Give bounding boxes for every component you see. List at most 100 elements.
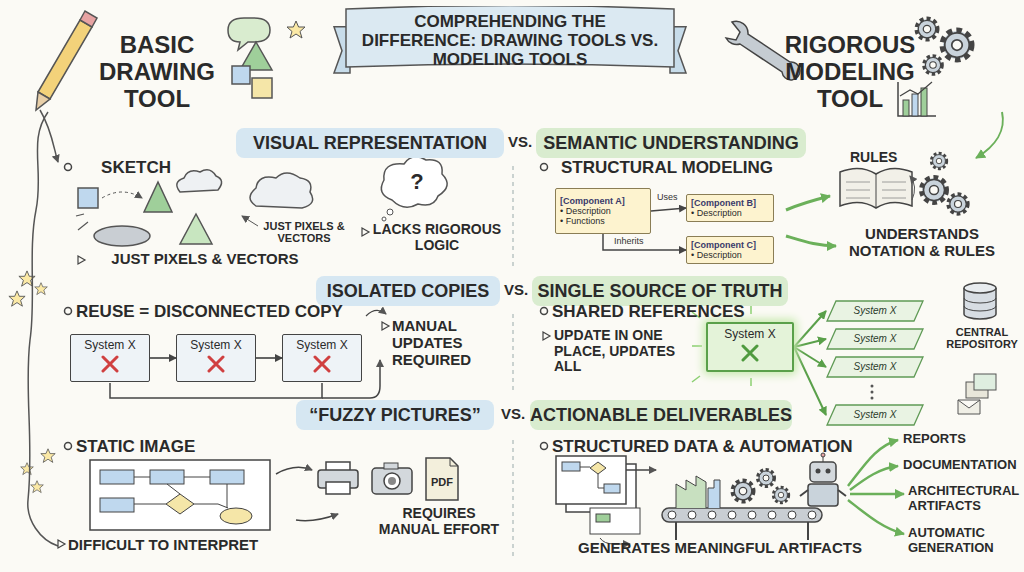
left-brace	[28, 110, 58, 546]
shapes-doodle	[228, 18, 272, 98]
diagram-docs	[556, 456, 656, 544]
camera	[388, 477, 396, 485]
rules-book	[840, 168, 912, 208]
bracket-loop	[366, 310, 386, 316]
pointer-triangles	[58, 228, 550, 548]
gear	[774, 488, 789, 503]
static-flowchart	[90, 460, 270, 530]
output-arrows	[848, 440, 904, 534]
text-label: REPORTS	[903, 432, 1020, 447]
pill-node: SEMANTIC UNDERSTANDING	[536, 128, 806, 158]
sketch-shapes	[76, 170, 313, 246]
to-output-arrows	[276, 467, 312, 474]
right-arrow	[976, 112, 1003, 158]
pill-node: ISOLATED COPIES	[316, 276, 500, 306]
gear	[917, 19, 937, 39]
text-label: GENERATES MEANINGFUL ARTIFACTS	[578, 540, 888, 557]
node-label: System X	[854, 409, 897, 420]
thought-cloud	[382, 217, 386, 221]
pointer-triangles	[58, 540, 65, 548]
mark-stroke	[743, 346, 757, 360]
conveyor	[708, 511, 716, 519]
text-label: RIGOROUS MODELING TOOL	[780, 32, 920, 113]
camera	[384, 463, 398, 469]
text-label: MANUAL UPDATES REQUIRED	[392, 318, 492, 368]
conveyor	[668, 511, 816, 519]
text-label: UNDERSTANDS NOTATION & RULES	[842, 226, 1002, 260]
bullets	[65, 443, 72, 450]
sheet-node: System X	[826, 356, 924, 378]
star	[21, 463, 34, 475]
text-label: DIFFICULT TO INTERPRET	[68, 537, 308, 554]
text-label: JUST PIXELS & VECTORS	[262, 220, 346, 245]
pill-node: ACTIONABLE DELIVERABLES	[530, 400, 792, 430]
mark-stroke	[209, 357, 223, 371]
conveyor	[748, 511, 756, 519]
thought-cloud	[387, 209, 393, 215]
node-label: [Component C]	[691, 240, 756, 250]
node-label: System X	[190, 339, 241, 352]
text-label: ?	[402, 170, 432, 195]
sketch-shapes	[76, 214, 88, 230]
cross-mark	[205, 355, 227, 373]
star	[287, 21, 305, 38]
pdf-doc	[450, 458, 458, 466]
center-divider	[513, 440, 514, 560]
shapes-doodle	[232, 66, 250, 84]
star	[41, 449, 55, 463]
pointer-triangles	[362, 228, 369, 236]
pointer-triangles	[543, 332, 550, 340]
bullets	[65, 164, 548, 450]
node-label: System X	[724, 328, 775, 341]
node-detail: • Description	[691, 208, 742, 218]
diagram-docs	[596, 514, 610, 522]
rules-book	[846, 182, 906, 198]
sketch-shapes	[78, 188, 98, 208]
sheet-dots	[871, 385, 874, 400]
robot	[800, 453, 846, 506]
right-arrow	[976, 112, 1003, 158]
connector	[794, 311, 826, 347]
sketch-shapes	[177, 170, 222, 192]
conveyor	[808, 511, 816, 519]
diagram-docs	[580, 467, 604, 488]
node-label: “FUZZY PICTURES”	[309, 405, 481, 425]
pdf-doc	[426, 458, 458, 500]
camera	[372, 468, 412, 494]
node-label: System X	[854, 361, 897, 372]
text-label: PDF	[427, 476, 457, 488]
conveyor	[662, 476, 822, 540]
connector	[794, 347, 826, 415]
sketch-shapes	[242, 216, 258, 226]
node-label: ISOLATED COPIES	[327, 281, 490, 301]
bar-chart	[898, 82, 936, 116]
conveyor	[676, 476, 706, 508]
text-label: STRUCTURED DATA & AUTOMATION	[552, 437, 882, 456]
sheet-dots	[871, 397, 874, 400]
node-detail: • Description	[691, 250, 742, 260]
bullets	[541, 308, 548, 315]
node-label: System X	[296, 339, 347, 352]
sketch-shapes	[144, 182, 172, 212]
bracket-loop	[110, 310, 386, 398]
gear	[733, 481, 753, 501]
diagram-docs	[590, 508, 640, 534]
connector	[256, 357, 282, 359]
output-arrows	[850, 466, 898, 490]
sheet-shape	[827, 405, 923, 425]
text-label: VS.	[498, 406, 528, 423]
static-flowchart	[150, 470, 184, 484]
pencil	[38, 20, 92, 99]
diagram-docs	[604, 484, 620, 493]
gear	[922, 178, 946, 202]
pill-node: SINGLE SOURCE OF TRUTH	[532, 276, 788, 306]
database	[964, 283, 996, 319]
left-brace	[40, 110, 58, 162]
thought-cloud	[381, 157, 447, 221]
node-label: SINGLE SOURCE OF TRUTH	[538, 281, 783, 301]
static-flowchart	[134, 477, 228, 508]
doc-icons	[958, 400, 980, 414]
sys-node: System X	[176, 334, 256, 382]
comp-node: [Component C]• Description	[686, 236, 774, 264]
bullets	[65, 308, 72, 315]
